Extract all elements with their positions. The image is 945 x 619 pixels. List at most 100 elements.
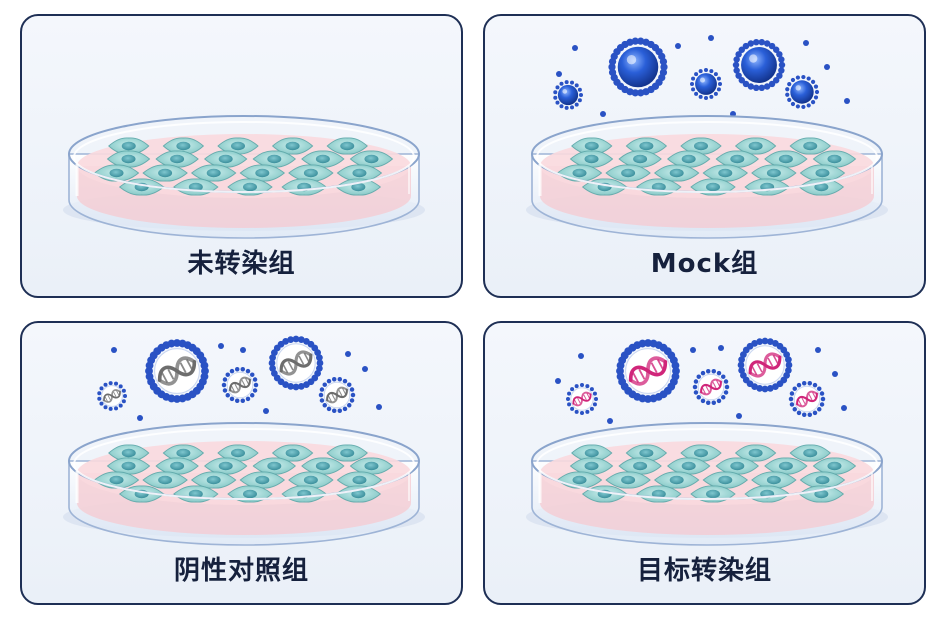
cell (618, 457, 662, 475)
panel-label: Mock组 (650, 249, 759, 279)
cell (142, 471, 188, 489)
liposome (616, 339, 680, 403)
panel-target-transfection: 目标转染组 (483, 321, 926, 605)
liposome-dot (600, 111, 606, 117)
cell (798, 178, 845, 196)
liposome-dot (803, 40, 809, 46)
liposome-dot (555, 378, 561, 384)
petri-dish (63, 115, 425, 239)
liposome-dot (137, 415, 143, 421)
petri-dish-scene (63, 115, 425, 239)
liposome-dot (578, 353, 584, 359)
panel-untransfected: 未转染组 (20, 14, 463, 298)
petri-dish-scene (526, 35, 888, 239)
liposome (221, 367, 259, 403)
cell (680, 137, 722, 155)
cell (106, 150, 151, 168)
petri-dish (526, 422, 888, 546)
cell (239, 164, 286, 182)
cell (335, 178, 382, 196)
liposome (97, 381, 127, 411)
liposome-dot (263, 408, 269, 414)
panel-negative-control: 阴性对照组 (20, 321, 463, 605)
dna-helix-icon (229, 376, 251, 394)
liposome-dot (240, 347, 246, 353)
liposome-dot (376, 404, 382, 410)
petri-dish (63, 422, 425, 546)
cell (789, 444, 831, 462)
cell (190, 471, 237, 489)
liposome (692, 369, 730, 405)
dna-helix-icon (628, 356, 668, 386)
liposome-dot (718, 345, 724, 351)
cell (142, 164, 188, 182)
liposome-dot (832, 371, 838, 377)
cell (162, 444, 205, 462)
cell (335, 485, 382, 503)
dna-helix-icon (103, 389, 121, 403)
liposome-dot (345, 351, 351, 357)
cell (569, 457, 614, 475)
cell (106, 457, 151, 475)
liposome-dot (572, 45, 578, 51)
cell (326, 444, 368, 462)
liposome (788, 381, 826, 417)
cell (764, 457, 808, 475)
cell (288, 471, 334, 489)
panel-label: 目标转染组 (636, 556, 772, 586)
cell (569, 150, 614, 168)
liposome (268, 335, 324, 391)
liposome-dot (362, 366, 368, 372)
liposome-dot (841, 405, 847, 411)
dna-helix-icon (700, 378, 722, 396)
cell (336, 471, 383, 489)
cell (217, 137, 259, 155)
cell (789, 137, 831, 155)
liposome (553, 80, 583, 110)
dna-helix-icon (796, 390, 818, 408)
liposome (566, 383, 598, 415)
cell-layer (93, 444, 394, 503)
cell (155, 150, 199, 168)
liposome (145, 339, 209, 403)
cell (204, 150, 248, 168)
panel-mock: Mock组 (483, 14, 926, 298)
liposome-dot (708, 35, 714, 41)
cell (653, 471, 700, 489)
panel-label: 未转染组 (187, 249, 296, 279)
liposome-dot (736, 413, 742, 419)
cell (108, 444, 150, 462)
petri-dish-scene (63, 335, 425, 546)
liposome-dot (218, 343, 224, 349)
liposome-dot (111, 347, 117, 353)
cell-layer (556, 137, 857, 196)
cell (667, 150, 711, 168)
dna-helix-icon (572, 391, 592, 407)
dna-helix-icon (326, 386, 348, 404)
liposome (318, 377, 356, 413)
liposome-dot (675, 43, 681, 49)
cell (271, 444, 314, 462)
liposome-dot (556, 71, 562, 77)
liposome-dot (607, 418, 613, 424)
cell (326, 137, 368, 155)
liposome (785, 74, 820, 110)
liposome (732, 38, 786, 92)
petri-dish (526, 115, 888, 239)
cell (605, 164, 651, 182)
dna-helix-icon (279, 350, 313, 376)
liposome-dot (815, 347, 821, 353)
liposome (737, 337, 793, 393)
cell (605, 471, 651, 489)
petri-dish-scene (526, 337, 888, 546)
liposome-dot (824, 64, 830, 70)
cell (288, 164, 334, 182)
cell (162, 137, 205, 155)
liposome (690, 68, 722, 100)
panel-label: 阴性对照组 (173, 556, 309, 586)
cell (301, 457, 345, 475)
cell (571, 444, 613, 462)
cell (336, 164, 383, 182)
cell (798, 485, 845, 503)
